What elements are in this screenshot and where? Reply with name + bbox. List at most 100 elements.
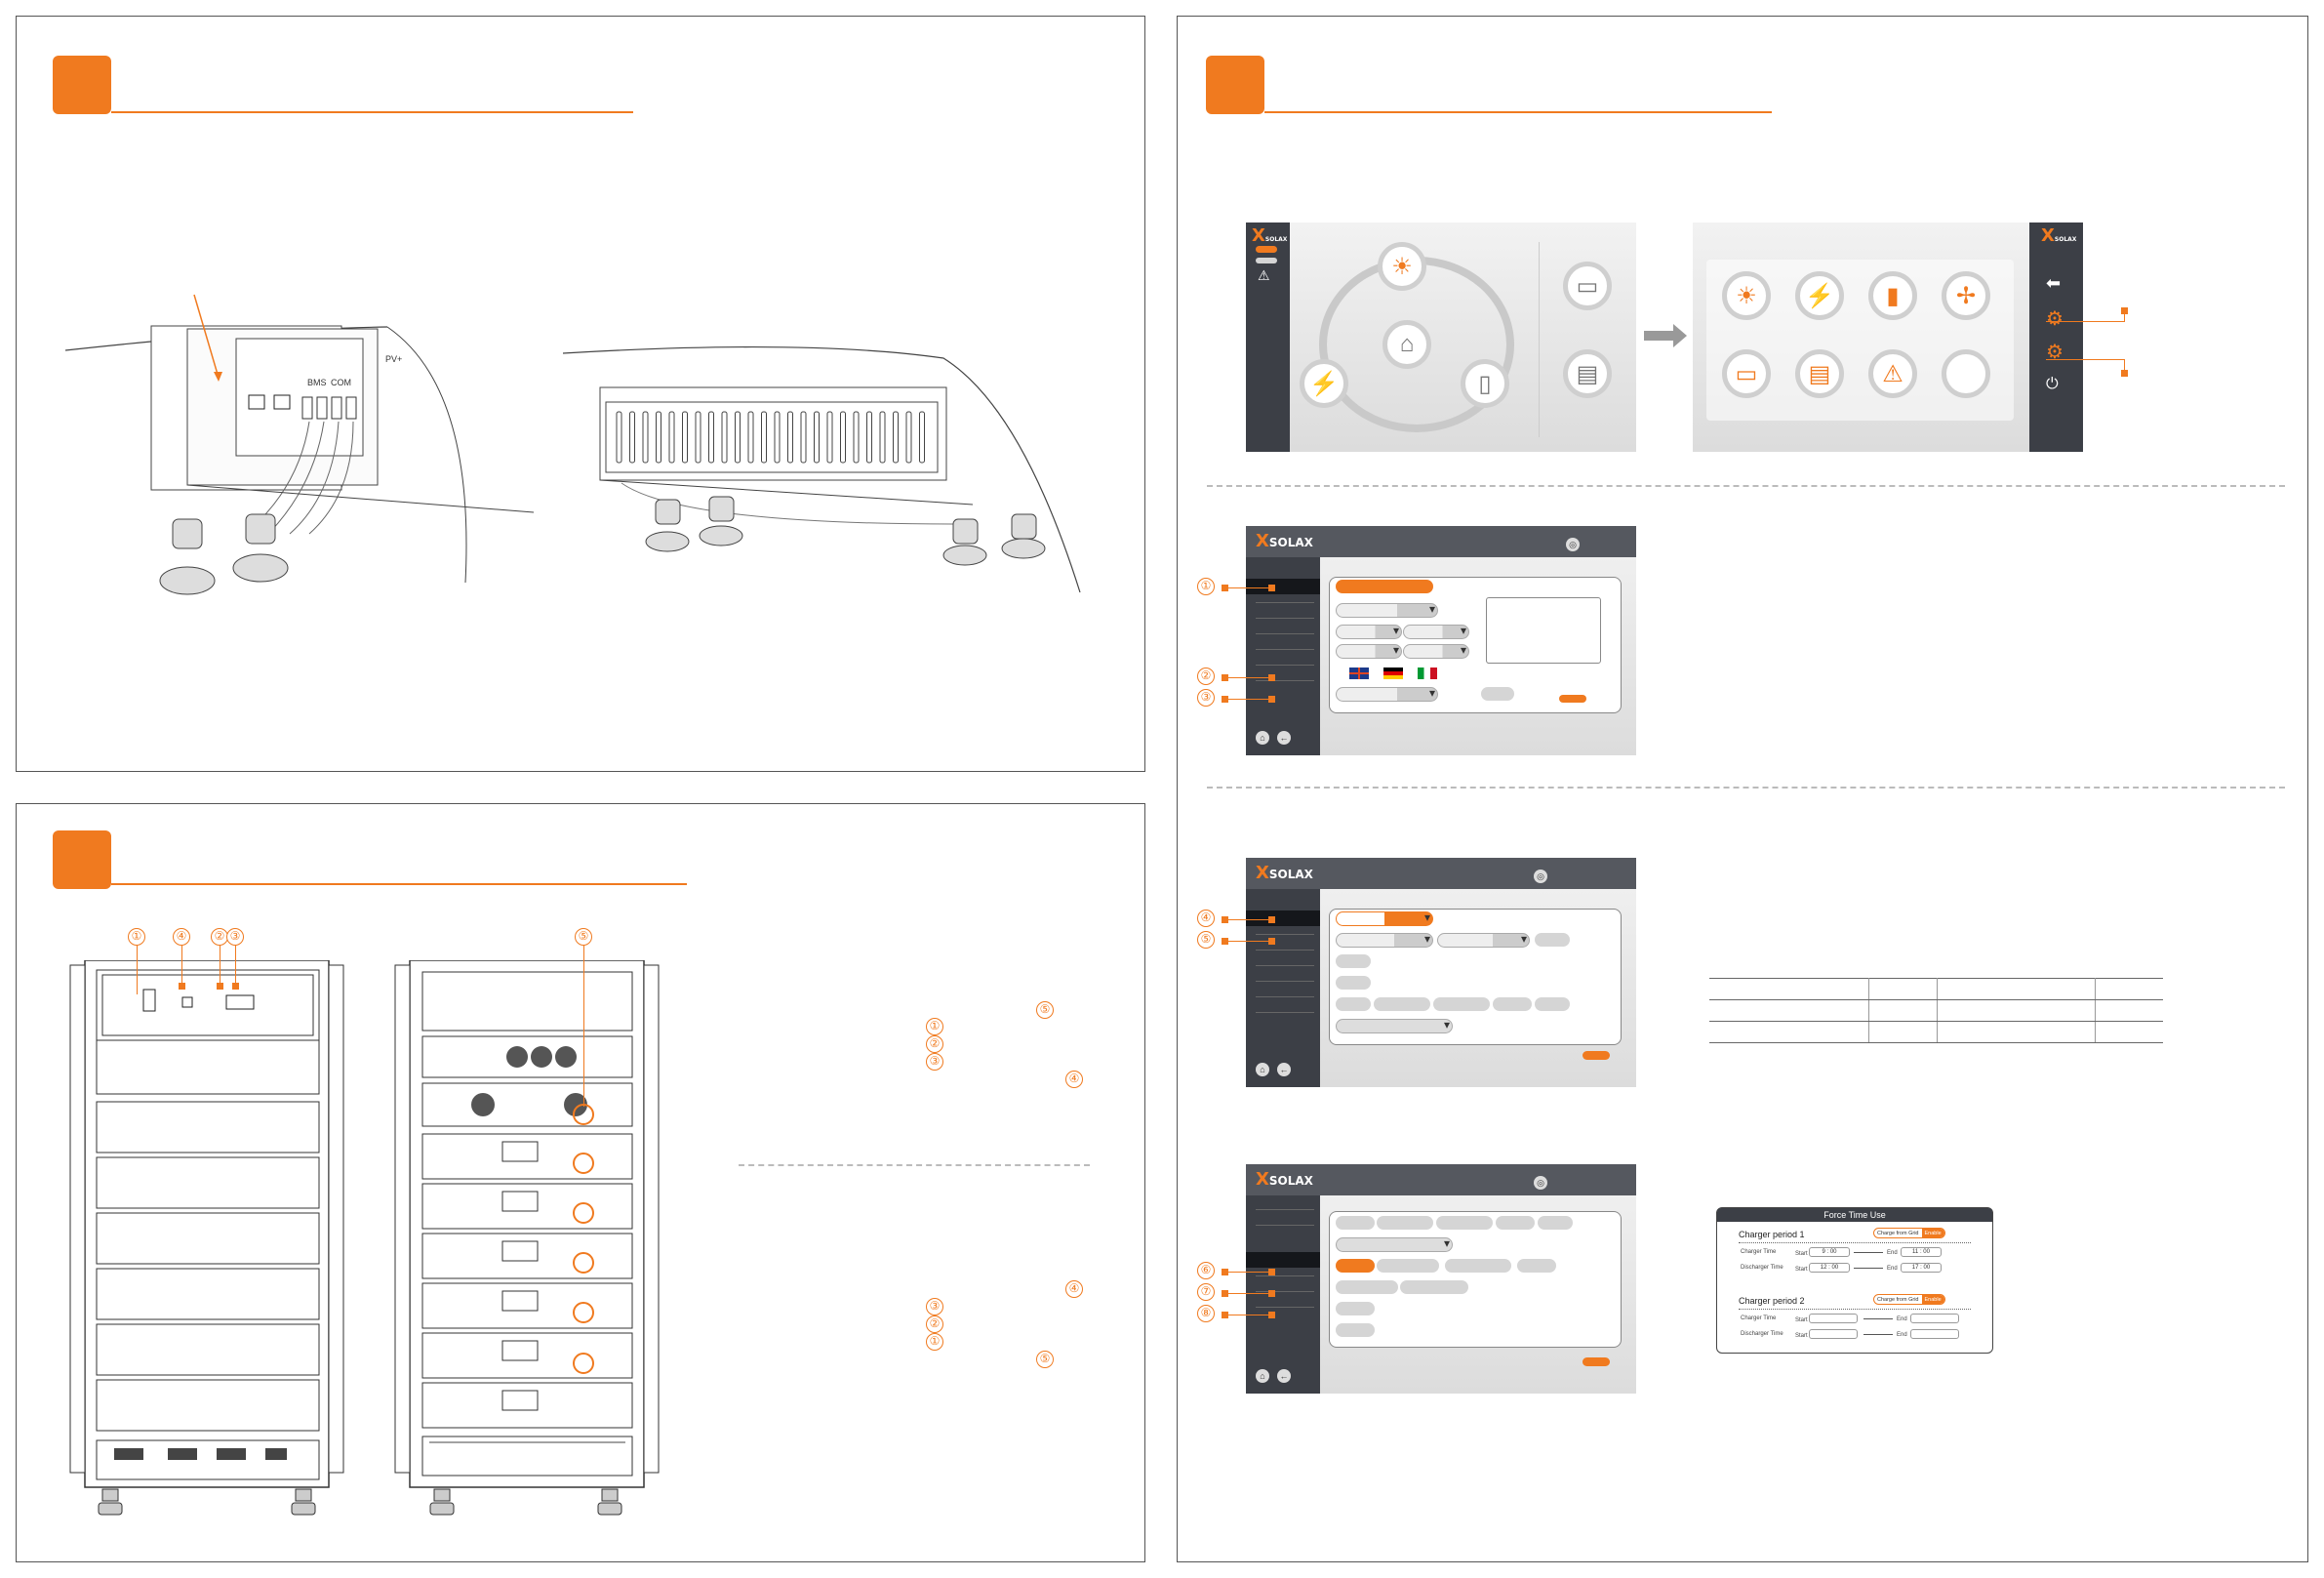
arrow-right-icon (1644, 324, 1687, 347)
option-chip-selected[interactable] (1336, 1259, 1375, 1273)
option-chip[interactable] (1493, 997, 1532, 1011)
step-off-5: ⑤ (1036, 1351, 1054, 1368)
grid-tower-icon[interactable]: ⚡ (1300, 359, 1348, 408)
uk-flag-icon[interactable] (1349, 668, 1369, 679)
battery-icon[interactable]: ▯ (1461, 359, 1509, 408)
home-icon[interactable]: ⌂ (1256, 1369, 1269, 1383)
select-field[interactable] (1437, 932, 1530, 948)
power-button-highlight (573, 1202, 594, 1224)
power-button-highlight (573, 1302, 594, 1323)
back-arrow-icon[interactable]: ⬅ (2046, 273, 2062, 293)
discharge-start-field[interactable] (1809, 1329, 1858, 1339)
settings-sidebar: ⌂ ← (1246, 1195, 1320, 1394)
dialog-title: Force Time Use (1717, 1208, 1992, 1222)
solar-panel-icon[interactable]: ☀ (1722, 271, 1771, 320)
option-chip[interactable] (1374, 997, 1430, 1011)
house-icon[interactable]: ⌂ (1382, 320, 1431, 369)
monitor-icon[interactable]: ▭ (1563, 262, 1612, 310)
ok-button[interactable] (1583, 1357, 1610, 1366)
select-field[interactable] (1336, 643, 1402, 659)
ok-button[interactable] (1583, 1051, 1610, 1060)
monitor-icon[interactable]: ▭ (1722, 349, 1771, 398)
gear-icon[interactable]: ⚙ (2046, 342, 2064, 363)
charge-start-field[interactable]: 9 : 00 (1809, 1247, 1850, 1257)
back-arrow-icon[interactable]: ← (1277, 731, 1291, 745)
toolbox-icon[interactable]: ▤ (1795, 349, 1844, 398)
solax-logo: XSOLAX (1252, 225, 1288, 246)
cancel-button[interactable] (1481, 687, 1514, 701)
germany-flag-icon[interactable] (1383, 668, 1403, 679)
settings-card (1329, 909, 1622, 1045)
option-chip[interactable] (1535, 997, 1570, 1011)
option-chip[interactable] (1336, 1216, 1375, 1230)
select-field[interactable] (1336, 686, 1438, 702)
power-icon[interactable]: ⏻ (2046, 376, 2059, 392)
gear-icon[interactable]: ◎ (1534, 870, 1547, 883)
option-chip[interactable] (1400, 1280, 1468, 1294)
charge-start-field[interactable] (1809, 1314, 1858, 1323)
end-label: End (1887, 1266, 1898, 1272)
option-chip[interactable] (1496, 1216, 1535, 1230)
select-field[interactable] (1336, 624, 1402, 639)
menu-item-selected[interactable] (1246, 579, 1320, 594)
option-chip[interactable] (1433, 997, 1490, 1011)
info-tab[interactable] (1256, 258, 1277, 263)
callout-7: ⑦ (1197, 1283, 1215, 1301)
option-chip[interactable] (1336, 1302, 1375, 1315)
home-icon[interactable]: ⌂ (1256, 1063, 1269, 1076)
menu-item-selected[interactable] (1246, 910, 1320, 926)
discharge-start-field[interactable]: 12 : 00 (1809, 1263, 1850, 1273)
gear-icon[interactable]: ⚙ (2046, 308, 2064, 330)
option-chip[interactable] (1377, 1216, 1433, 1230)
italy-flag-icon[interactable] (1418, 668, 1437, 679)
menu-item-selected[interactable] (1246, 1252, 1320, 1268)
select-field[interactable] (1336, 602, 1438, 618)
solar-panel-icon[interactable]: ☀ (1378, 242, 1426, 291)
discharge-end-field[interactable]: 17 : 00 (1901, 1263, 1942, 1273)
warning-icon[interactable]: ⚠ (1258, 267, 1270, 283)
select-field[interactable] (1336, 1018, 1453, 1033)
option-chip[interactable] (1377, 1259, 1439, 1273)
option-chip[interactable] (1336, 997, 1371, 1011)
mode-select[interactable] (1336, 910, 1433, 926)
option-chip[interactable] (1336, 1323, 1375, 1337)
wind-turbine-icon[interactable]: ✢ (1942, 271, 1990, 320)
home-tab[interactable] (1256, 246, 1277, 253)
end-label: End (1897, 1316, 1907, 1322)
gear-icon[interactable]: ◎ (1534, 1176, 1547, 1190)
inverter-ports-drawing (65, 294, 534, 595)
settings-screen-c: XSOLAX ◎ ⌂ ← (1246, 1164, 1636, 1394)
option-chip[interactable] (1436, 1216, 1493, 1230)
option-chip[interactable] (1535, 933, 1570, 947)
charge-end-field[interactable]: 11 : 00 (1901, 1247, 1942, 1257)
charge-end-field[interactable] (1910, 1314, 1959, 1323)
discharge-end-field[interactable] (1910, 1329, 1959, 1339)
option-chip[interactable] (1336, 976, 1371, 990)
home-icon[interactable]: ⌂ (1256, 731, 1269, 745)
empty-icon[interactable] (1942, 349, 1990, 398)
topbar: XSOLAX ◎ (1246, 1164, 1636, 1195)
solax-logo: XSOLAX (1256, 531, 1313, 551)
select-field[interactable] (1403, 643, 1469, 659)
option-chip[interactable] (1538, 1216, 1573, 1230)
gear-icon[interactable]: ◎ (1566, 538, 1580, 551)
power-button-highlight (573, 1153, 594, 1174)
option-chip[interactable] (1517, 1259, 1556, 1273)
grid-tower-icon[interactable]: ⚡ (1795, 271, 1844, 320)
back-arrow-icon[interactable]: ← (1277, 1063, 1291, 1076)
setting-header (1336, 580, 1433, 593)
battery-icon[interactable]: ▮ (1868, 271, 1917, 320)
ok-button[interactable] (1559, 695, 1586, 703)
select-field[interactable] (1336, 932, 1433, 948)
option-chip[interactable] (1336, 1280, 1398, 1294)
select-field[interactable] (1403, 624, 1469, 639)
warning-icon[interactable]: ⚠ (1868, 349, 1917, 398)
option-chip[interactable] (1336, 954, 1371, 968)
select-field[interactable] (1336, 1236, 1453, 1252)
section-rule (111, 883, 687, 885)
back-arrow-icon[interactable]: ← (1277, 1369, 1291, 1383)
option-chip[interactable] (1445, 1259, 1511, 1273)
toolbox-icon[interactable]: ▤ (1563, 349, 1612, 398)
